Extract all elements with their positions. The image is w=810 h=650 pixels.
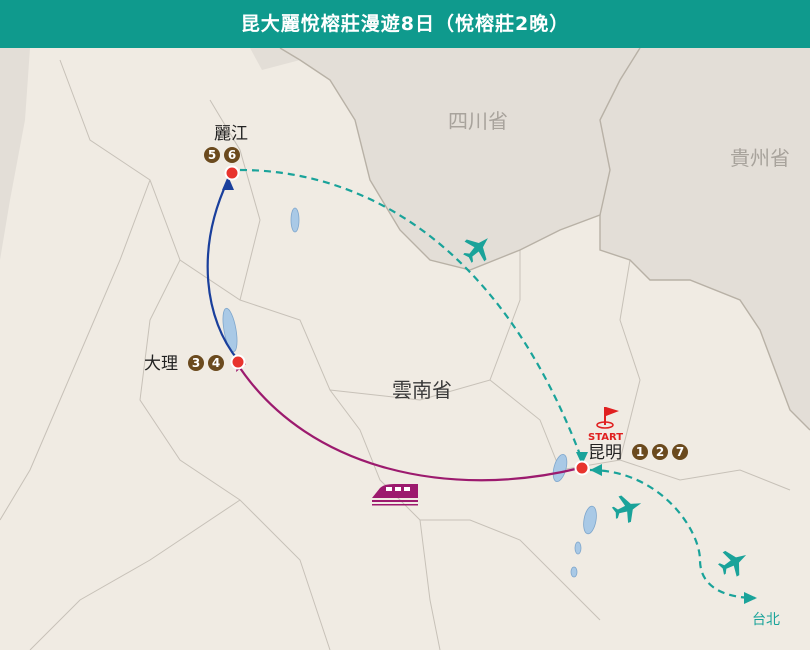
flight-route-lijiang-kunming [239, 168, 584, 461]
city-label-dali: 大理 [144, 354, 178, 374]
lugu-lake [290, 207, 300, 233]
prefecture-borders [0, 59, 791, 650]
province-border-2 [599, 47, 641, 216]
city-label-lijiang: 麗江 [214, 124, 248, 144]
airplane-icon [611, 495, 642, 523]
day-badge [208, 355, 224, 371]
day-badge [672, 444, 688, 460]
city-marker-lijiang [224, 165, 240, 181]
erhai-lake [222, 307, 238, 353]
city-lijiang: 麗江 5 6 [204, 124, 248, 181]
flight-route-kunming-taipei [589, 468, 756, 600]
city-label-taipei: 台北 [752, 612, 780, 628]
start-flag-icon [596, 407, 619, 429]
day-badge-text: 4 [212, 356, 220, 370]
province-border [279, 47, 810, 431]
day-badge-text: 3 [192, 356, 200, 370]
small-lake-1 [574, 541, 582, 555]
city-kunming: START 昆明 1 2 7 [574, 407, 688, 476]
road-arrowhead-lijiang [222, 176, 234, 190]
lakes [222, 207, 597, 578]
start-label: START [588, 432, 623, 443]
day-badge [224, 147, 240, 163]
west-neighbour-shape [0, 48, 30, 260]
small-lake-2 [570, 566, 578, 578]
region-label-yunnan: 雲南省 [392, 378, 452, 402]
flight-arrowhead-kunming-return [590, 464, 602, 476]
day-badge-text: 1 [636, 445, 644, 459]
fuxian-lake [583, 505, 597, 535]
day-badge [632, 444, 648, 460]
page-title: 昆大麗悅榕莊漫遊8日（悅榕莊2晚） [0, 0, 810, 48]
yunnan-province-shape [0, 48, 810, 650]
region-label-sichuan: 四川省 [448, 109, 508, 133]
day-badge [652, 444, 668, 460]
airplane-icon [463, 238, 488, 263]
day-badge [188, 355, 204, 371]
airplane-icon [718, 550, 747, 577]
city-label-kunming: 昆明 [588, 443, 622, 463]
city-dali: 大理 3 4 [144, 354, 246, 374]
day-badge-text: 6 [228, 148, 236, 162]
high-speed-train-icon [372, 484, 418, 506]
city-marker-dali [230, 354, 246, 370]
flight-arrowhead-taipei [744, 592, 757, 604]
day-badge-text: 7 [676, 445, 684, 459]
dianchi-lake [552, 453, 568, 483]
region-label-guizhou: 貴州省 [730, 146, 790, 170]
flight-arrowhead-kunming [576, 452, 588, 465]
guizhou-province-shape [600, 48, 810, 430]
city-marker-kunming [574, 460, 590, 476]
day-badge [204, 147, 220, 163]
road-route-dali-lijiang [206, 179, 239, 361]
rail-route-kunming-dali [239, 367, 581, 482]
day-badge-text: 5 [208, 148, 216, 162]
day-badge-text: 2 [656, 445, 664, 459]
sichuan-province-shape [280, 48, 640, 270]
